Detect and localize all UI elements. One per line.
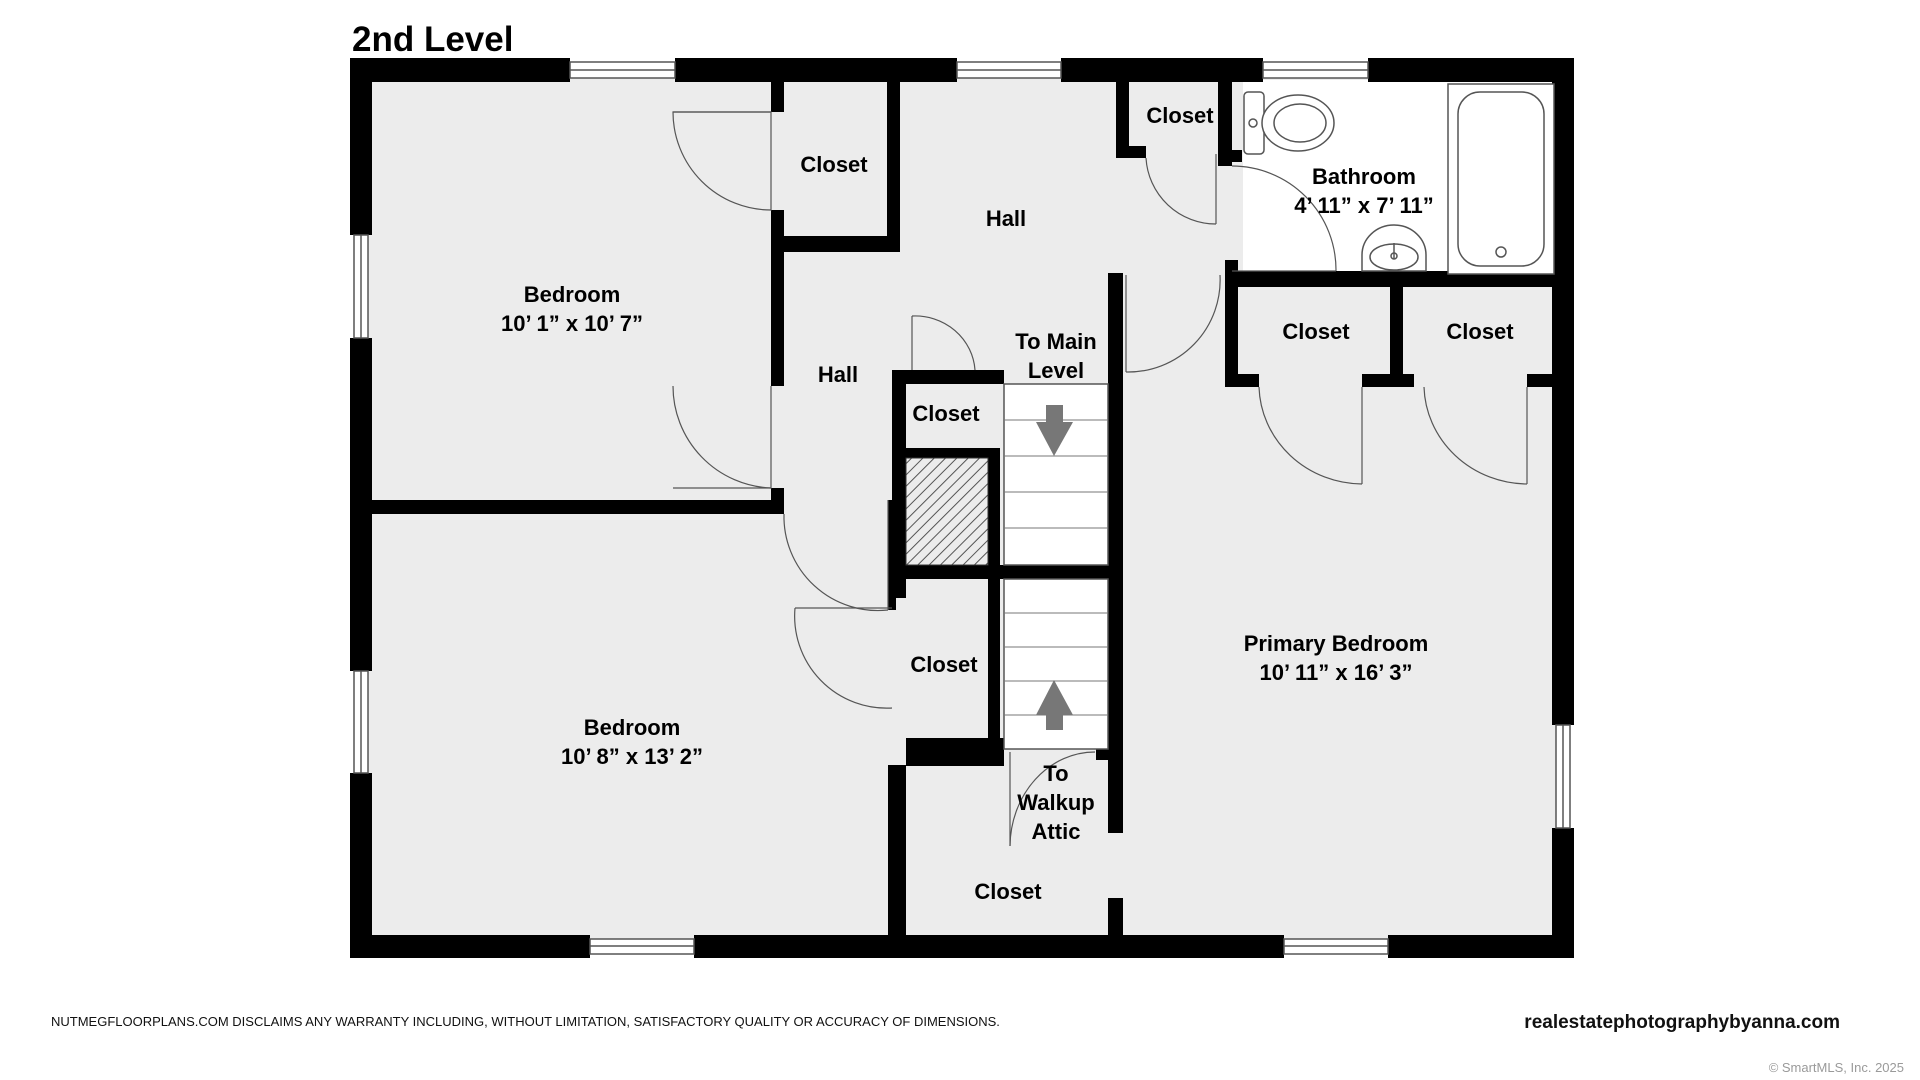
windows [353, 61, 1571, 955]
interior-walls [372, 80, 1558, 943]
bedroom-dimensions: 10’ 1” x 10’ 7” [501, 311, 643, 336]
copyright-text: © SmartMLS, Inc. 2025 [1768, 1060, 1904, 1075]
disclaimer-text: NUTMEGFLOORPLANS.COM DISCLAIMS ANY WARRA… [51, 1014, 1000, 1029]
hall-label: Hall [986, 206, 1026, 231]
up-arrow-icon [1036, 680, 1073, 730]
closet-label: Closet [1446, 319, 1514, 344]
closet-label: Closet [910, 652, 978, 677]
hall-label: Hall [818, 362, 858, 387]
stairs-up-label: Walkup [1017, 790, 1094, 815]
bathroom-dimensions: 4’ 11” x 7’ 11” [1294, 193, 1433, 218]
stairs-down-label: To Main [1015, 329, 1096, 354]
stairs-down-label: Level [1028, 358, 1084, 383]
bedroom-name: Bedroom [584, 715, 681, 740]
chase-shaft [905, 457, 989, 566]
toilet [1243, 91, 1335, 155]
website-link[interactable]: realestatephotographybyanna.com [1524, 1012, 1840, 1033]
door-swings [672, 111, 1528, 847]
exterior-walls [350, 58, 1574, 958]
primary-bedroom-name: Primary Bedroom [1244, 631, 1429, 656]
level-title: 2nd Level [352, 20, 513, 59]
stairs-up-label: To [1043, 761, 1068, 786]
bedroom-dimensions: 10’ 8” x 13’ 2” [561, 744, 703, 769]
closet-label: Closet [974, 879, 1042, 904]
closet-label: Closet [800, 152, 868, 177]
bedroom-name: Bedroom [524, 282, 621, 307]
bathroom-name: Bathroom [1312, 164, 1416, 189]
down-arrow-icon [1036, 405, 1073, 456]
closet-label: Closet [1146, 103, 1214, 128]
closet-label: Closet [912, 401, 980, 426]
bathtub [1447, 83, 1555, 275]
closet-label: Closet [1282, 319, 1350, 344]
primary-bedroom-dimensions: 10’ 11” x 16’ 3” [1260, 660, 1413, 685]
stairs-up-label: Attic [1032, 819, 1081, 844]
sink [1361, 224, 1427, 272]
